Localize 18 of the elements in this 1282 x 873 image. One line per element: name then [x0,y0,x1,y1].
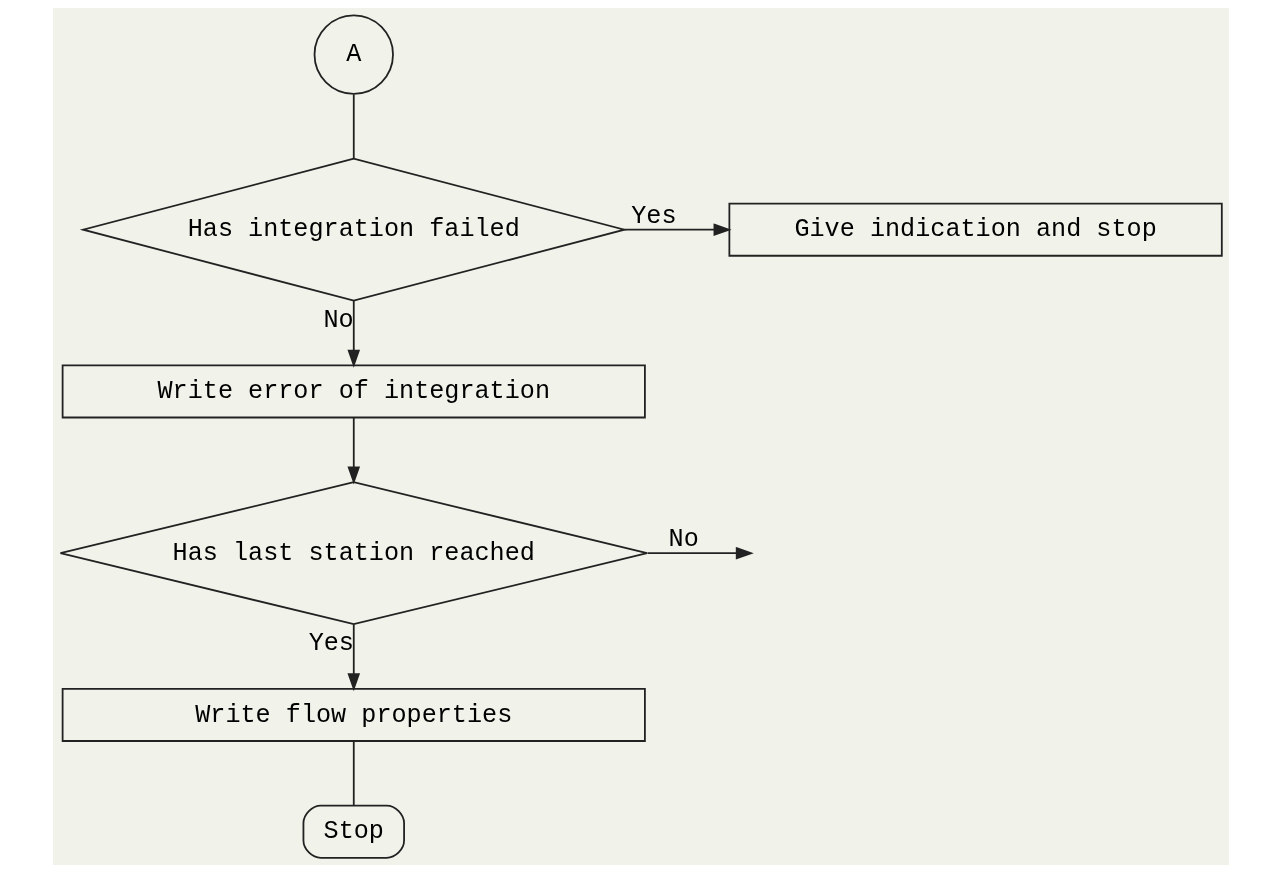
arrow [646,546,754,560]
connector [352,93,355,160]
connector [352,740,355,807]
edge-label: Yes [631,201,677,231]
arrow [623,223,732,236]
node-diamond: Has last station reached [59,481,648,626]
arrow [347,299,361,368]
edge-label: No [323,305,354,335]
arrow [347,417,361,485]
edge-label: Yes [308,629,354,659]
node-circle: A [313,14,394,95]
node-box: Stop [302,804,405,859]
node-box: Write error of integration [61,364,646,419]
edge-label: No [668,525,699,555]
node-diamond: Has integration failed [79,157,628,302]
arrow [347,623,361,692]
node-box: Write flow properties [61,687,646,742]
node-box: Give indication and stop [728,202,1223,257]
